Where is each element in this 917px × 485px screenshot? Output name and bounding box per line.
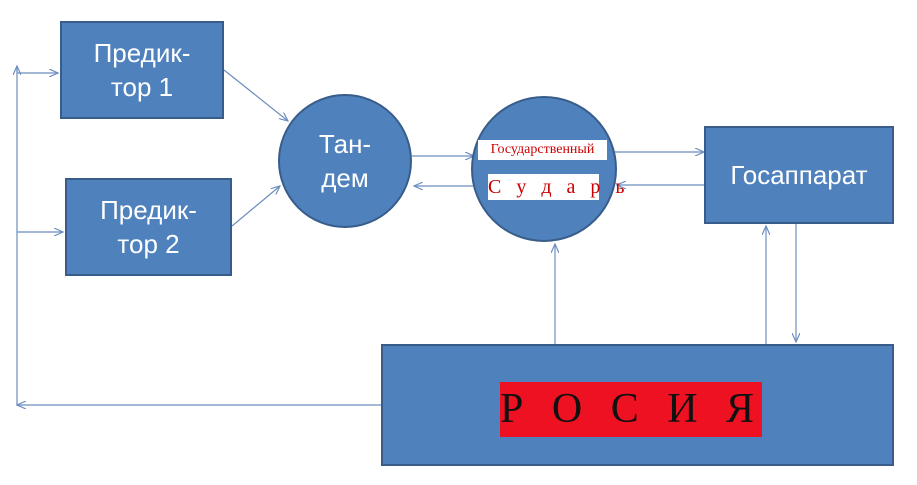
state-sovereign-circle[interactable] — [471, 96, 617, 242]
state-label: Государственный — [478, 140, 607, 160]
predictor-1-line2: тор 1 — [110, 72, 174, 102]
tandem-line2: дем — [321, 163, 369, 193]
tandem-circle[interactable]: Тан- дем — [278, 94, 412, 228]
tandem-label: Тан- дем — [319, 127, 371, 195]
predictor-2-line2: тор 2 — [117, 229, 180, 259]
predictor-2-line1: Предик- — [100, 195, 197, 225]
tandem-line1: Тан- — [318, 129, 372, 159]
predictor-2-box[interactable]: Предик- тор 2 — [65, 178, 232, 276]
predictor-1-box[interactable]: Предик- тор 1 — [60, 21, 224, 119]
predictor-1-label: Предик- тор 1 — [94, 36, 191, 104]
predictor-2-label: Предик- тор 2 — [100, 193, 197, 261]
sovereign-label: С у д а р ь — [488, 174, 630, 200]
gosapparat-label: Госаппарат — [730, 160, 868, 190]
russia-banner: Р О С И Я — [500, 382, 762, 437]
predictor-1-line1: Предик- — [93, 38, 191, 68]
gosapparat-box[interactable]: Госаппарат — [704, 126, 894, 224]
arrow-predictor2-to-tandem — [231, 186, 280, 227]
arrow-predictor1-to-tandem — [223, 69, 288, 121]
